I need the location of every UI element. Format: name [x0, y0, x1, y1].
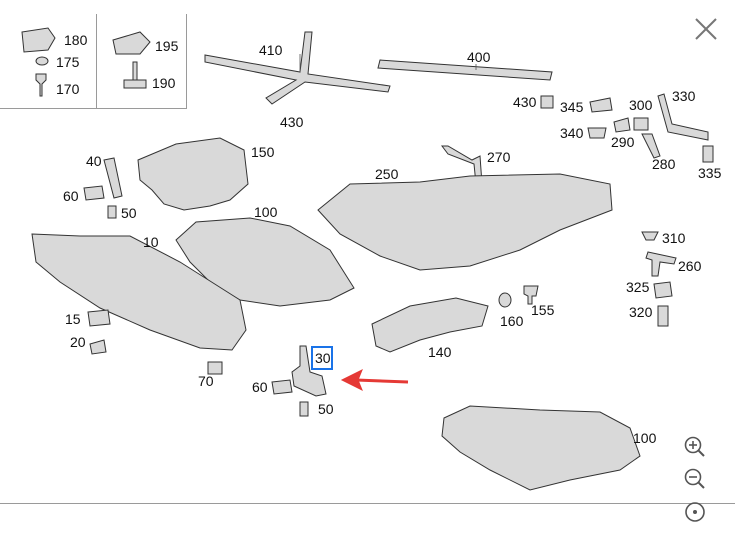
clip-345-shape — [589, 97, 613, 113]
callout-410[interactable]: 410 — [259, 42, 283, 58]
legend-label-190: 190 — [152, 75, 176, 91]
strut-330-shape — [657, 93, 709, 141]
callout-50-upper[interactable]: 50 — [121, 205, 137, 221]
zoom-in-button[interactable] — [682, 434, 708, 460]
callout-400[interactable]: 400 — [467, 49, 491, 65]
washer-340-shape — [587, 127, 607, 139]
bracket-290-shape — [633, 117, 649, 131]
clip-15-shape — [87, 309, 111, 327]
selected-part-highlight — [311, 346, 333, 370]
callout-320[interactable]: 320 — [629, 304, 653, 320]
panel-10-shape — [31, 233, 247, 351]
legend-box — [0, 14, 187, 109]
legend-divider — [96, 14, 97, 108]
callout-330[interactable]: 330 — [672, 88, 696, 104]
callout-340[interactable]: 340 — [560, 125, 584, 141]
clip-nut-195-shape — [112, 31, 151, 55]
callout-345[interactable]: 345 — [560, 99, 584, 115]
zoom-out-button[interactable] — [682, 466, 708, 492]
callout-30-highlighted[interactable]: 30 — [315, 350, 331, 366]
pointer-arrow — [340, 368, 409, 392]
clip-60-shape — [83, 185, 105, 201]
washer-70-shape — [207, 361, 223, 375]
washer-20-shape — [89, 339, 107, 355]
callout-150[interactable]: 150 — [251, 144, 275, 160]
duct-140-shape — [371, 297, 489, 353]
bolt-335-shape — [702, 145, 714, 163]
callout-270[interactable]: 270 — [487, 149, 511, 165]
close-button[interactable] — [693, 16, 719, 42]
panel-250-shape — [317, 173, 613, 271]
callout-250[interactable]: 250 — [375, 166, 399, 182]
callout-310[interactable]: 310 — [662, 230, 686, 246]
callout-260[interactable]: 260 — [678, 258, 702, 274]
legend-label-195: 195 — [155, 38, 179, 54]
callout-280[interactable]: 280 — [652, 156, 676, 172]
bolt-430-shape — [540, 95, 554, 109]
panel-100-lower-shape — [441, 405, 641, 491]
bolt-155-shape — [523, 285, 539, 305]
zoom-out-icon — [684, 468, 705, 489]
callout-155[interactable]: 155 — [531, 302, 555, 318]
bar-400-shape — [377, 59, 553, 81]
bolt-170-shape — [35, 73, 47, 97]
callout-70[interactable]: 70 — [198, 373, 214, 389]
callout-100-upper[interactable]: 100 — [254, 204, 278, 220]
cover-150-shape — [137, 137, 249, 211]
clip-325-shape — [653, 281, 673, 299]
bolt-190-shape — [123, 61, 147, 89]
callout-10[interactable]: 10 — [143, 234, 159, 250]
bracket-40-shape — [103, 157, 123, 199]
zoom-in-icon — [684, 436, 705, 457]
legend-label-180: 180 — [64, 32, 88, 48]
callout-430-right[interactable]: 430 — [513, 94, 537, 110]
washer-175-shape — [35, 56, 49, 66]
target-icon — [685, 502, 705, 522]
callout-290[interactable]: 290 — [611, 134, 635, 150]
callout-20[interactable]: 20 — [70, 334, 86, 350]
bracket-260-shape — [645, 251, 677, 277]
callout-140[interactable]: 140 — [428, 344, 452, 360]
washer-160-shape — [498, 292, 512, 308]
callout-335[interactable]: 335 — [698, 165, 722, 181]
callout-100-lower[interactable]: 100 — [633, 430, 657, 446]
bolt-50-lower-shape — [299, 401, 309, 417]
bottom-divider — [0, 503, 735, 504]
legend-label-170: 170 — [56, 81, 80, 97]
reset-view-button[interactable] — [682, 499, 708, 525]
bolt-310-shape — [641, 231, 659, 241]
bracket-280-shape — [641, 133, 661, 159]
callout-50-lower[interactable]: 50 — [318, 401, 334, 417]
callout-60-upper[interactable]: 60 — [63, 188, 79, 204]
callout-60-lower[interactable]: 60 — [252, 379, 268, 395]
close-icon — [695, 18, 717, 40]
legend-label-175: 175 — [56, 54, 80, 70]
callout-160[interactable]: 160 — [500, 313, 524, 329]
bracket-30-shape — [291, 345, 327, 397]
crossmember-410-shape — [204, 31, 391, 105]
callout-15[interactable]: 15 — [65, 311, 81, 327]
bracket-300-shape — [613, 117, 631, 133]
callout-300[interactable]: 300 — [629, 97, 653, 113]
bolt-50-shape — [107, 205, 117, 219]
callout-40[interactable]: 40 — [86, 153, 102, 169]
callout-325[interactable]: 325 — [626, 279, 650, 295]
callout-430-left[interactable]: 430 — [280, 114, 304, 130]
clip-nut-180-shape — [21, 27, 56, 53]
clip-60-lower-shape — [271, 379, 293, 395]
bolt-320-shape — [657, 305, 669, 327]
